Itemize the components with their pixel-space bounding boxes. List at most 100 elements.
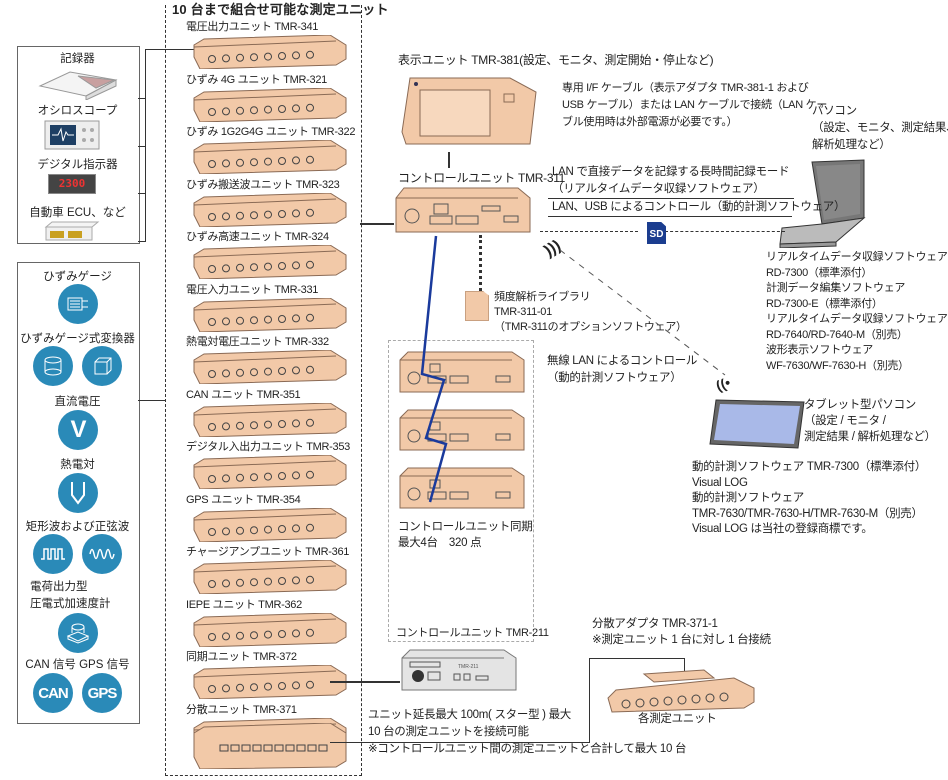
unit-label: CAN ユニット TMR-351: [186, 388, 301, 401]
pc-software-list: リアルタイムデータ収録ソフトウェア RD-7300（標準添付） 計測データ編集ソ…: [766, 250, 948, 374]
pc-software-item: リアルタイムデータ収録ソフトウェア: [766, 251, 948, 263]
pc-software-item: リアルタイムデータ収録ソフトウェア: [766, 313, 948, 325]
measurement-unit-device: [190, 560, 350, 594]
input-label-waves: 矩形波および正弦波: [25, 521, 130, 533]
oscilloscope-icon: [44, 120, 100, 155]
extension-note-line: ユニット延長最大 100m( スター型 ) 最大: [368, 709, 572, 721]
pc-label-line: パソコン: [812, 105, 857, 117]
sync-group-frame: [388, 340, 534, 642]
lan-mode-line1: LAN で直接データを記録する長時間記録モード: [552, 166, 790, 178]
tablet-software-item: 動的計測ソフトウェア TMR-7300（標準添付）: [692, 461, 927, 473]
tablet-software-item: Visual LOG は当社の登録商標です。: [692, 523, 873, 535]
sd-option-card-icon: [465, 291, 489, 321]
tablet-software-item: Visual LOG: [692, 476, 748, 489]
tablet-label-line: タブレット型パソコン: [804, 399, 916, 411]
wireless-dashed-line: [560, 250, 726, 376]
display-cable: [448, 152, 450, 168]
measurement-unit-device: [190, 35, 350, 69]
unit-label: 電圧入力ユニット TMR-331: [186, 283, 319, 296]
freq-library-line: TMR-311-01: [494, 306, 552, 318]
unit-label: 分散ユニット TMR-371: [186, 703, 297, 716]
unit-label: ひずみ搬送波ユニット TMR-323: [186, 178, 340, 191]
lan-mode-line3: LAN、USB によるコントロール（動的計測ソフトウェア）: [552, 201, 846, 213]
input-label-can-gps: CAN 信号 GPS 信号: [25, 659, 130, 671]
connector-line: [138, 400, 165, 401]
measurement-unit-device: [190, 245, 350, 279]
output-label-recorder: 記録器: [60, 53, 95, 65]
unit-label: GPS ユニット TMR-354: [186, 493, 301, 506]
output-label-oscilloscope: オシロスコープ: [37, 105, 118, 117]
lan-mode-line2: （リアルタイムデータ収録ソフトウェア）: [552, 183, 765, 195]
output-label-ecu: 自動車 ECU、など: [29, 207, 126, 219]
distribution-hub-device: [190, 723, 350, 769]
unit-label: 電圧出力ユニット TMR-341: [186, 21, 319, 33]
freq-library-label: 頻度解析ライブラリ TMR-311-01 （TMR-311のオプションソフトウェ…: [494, 290, 687, 335]
sync-label: コントロールユニット同期 最大4台 320 点: [398, 519, 533, 551]
wireless-label-line: （動的計測ソフトウェア）: [547, 372, 682, 384]
distribution-cable: [684, 658, 685, 672]
load-cell-icon: [33, 346, 73, 386]
measurement-unit-device: [190, 350, 350, 384]
strain-gauge-icon: [58, 284, 98, 324]
control-unit-tmr211: TMR-211: [398, 648, 518, 699]
measurement-unit-device: [190, 507, 350, 542]
ecu-icon: [44, 221, 100, 246]
connector-line: [145, 49, 200, 50]
tablet-software-list: 動的計測ソフトウェア TMR-7300（標準添付） Visual LOG 動的計…: [692, 460, 926, 538]
laptop-icon: [776, 158, 866, 253]
unit-label: チャージアンプユニット TMR-361: [186, 546, 350, 558]
gps-signal-icon: GPS: [82, 673, 122, 713]
output-label-digital-indicator: デジタル指示器: [37, 159, 118, 171]
cable-note-line: ブル使用時は外部電源が必要です。）: [562, 116, 738, 128]
sync-label-line: 最大4台 320 点: [398, 537, 482, 549]
distribution-cable: [589, 658, 590, 743]
diagram-title: 10 台まで組合せ可能な測定ユニット: [172, 2, 389, 17]
distribution-cable: [589, 658, 685, 659]
cable-note-line: USB ケーブル）または LAN ケーブルで接続（LAN ケー: [562, 99, 828, 111]
unit-bus-cable: [360, 223, 394, 225]
extension-note-line: ※コントロールユニット間の測定ユニットと合計して最大 10 台: [368, 743, 687, 755]
display-unit-tmr381: [400, 72, 540, 157]
measurement-unit-device: [190, 612, 350, 647]
recorder-icon: [36, 66, 120, 105]
freq-library-line: （TMR-311のオプションソフトウェア）: [494, 321, 687, 333]
pc-software-item: WF-7630/WF-7630-H（別売）: [766, 359, 909, 372]
pc-software-item: RD-7640/RD-7640-M（別売）: [766, 328, 908, 341]
wireless-label-line: 無線 LAN によるコントロール: [547, 355, 698, 367]
sd-dashed-line: [665, 231, 785, 232]
measurement-unit-device: [190, 297, 350, 332]
cable-note: 専用 I/F ケーブル（表示アダプタ TMR-381-1 および USB ケーブ…: [562, 80, 827, 131]
pc-label-line: 解析処理など）: [812, 139, 891, 151]
adapter-label-line: 分散アダプタ TMR-371-1: [592, 618, 718, 630]
pc-software-item: 計測データ編集ソフトウェア: [766, 282, 906, 294]
sd-card-icon: SD: [647, 222, 666, 244]
tablet-software-item: 動的計測ソフトウェア: [692, 492, 804, 504]
tmr211-cable: [330, 681, 400, 683]
measurement-unit-device: [190, 140, 350, 174]
digital-indicator-icon: 2300: [48, 174, 96, 194]
connector-line: [138, 98, 146, 99]
sync-control-unit-device: [396, 350, 526, 396]
control-unit-311-label: コントロールユニット TMR-311: [398, 171, 566, 185]
unit-label: 熱電対電圧ユニット TMR-332: [186, 336, 329, 348]
freq-library-line: 頻度解析ライブラリ: [494, 291, 591, 303]
input-label-strain-transducer: ひずみゲージ式変換器: [20, 333, 135, 345]
connector-line: [138, 193, 146, 194]
tablet-software-item: TMR-7630/TMR-7630-H/TMR-7630-M（別売）: [692, 507, 923, 520]
can-signal-icon: CAN: [33, 673, 73, 713]
control-unit-211-label: コントロールユニット TMR-211: [396, 627, 549, 639]
tablet-label-line: （設定 / モニタ /: [804, 415, 886, 427]
lan-usb-cable: [548, 216, 792, 217]
input-label-thermocouple: 熱電対: [60, 459, 95, 471]
tmr211-panel-text: TMR-211: [458, 664, 479, 670]
unit-label: デジタル入出力ユニット TMR-353: [186, 441, 350, 453]
display-unit-label: 表示ユニット TMR-381(設定、モニタ、測定開始・停止など): [398, 53, 714, 67]
measurement-unit-device: [190, 665, 350, 699]
pc-software-item: RD-7300-E（標準添付）: [766, 297, 883, 310]
dc-voltage-icon: V: [58, 410, 98, 450]
distribution-cable: [330, 742, 590, 743]
sd-dashed-line: [540, 231, 638, 232]
each-unit-label: 各測定ユニット: [638, 713, 717, 725]
cable-note-line: 専用 I/F ケーブル（表示アダプタ TMR-381-1 および: [562, 82, 809, 94]
measurement-unit-device: [190, 455, 350, 489]
